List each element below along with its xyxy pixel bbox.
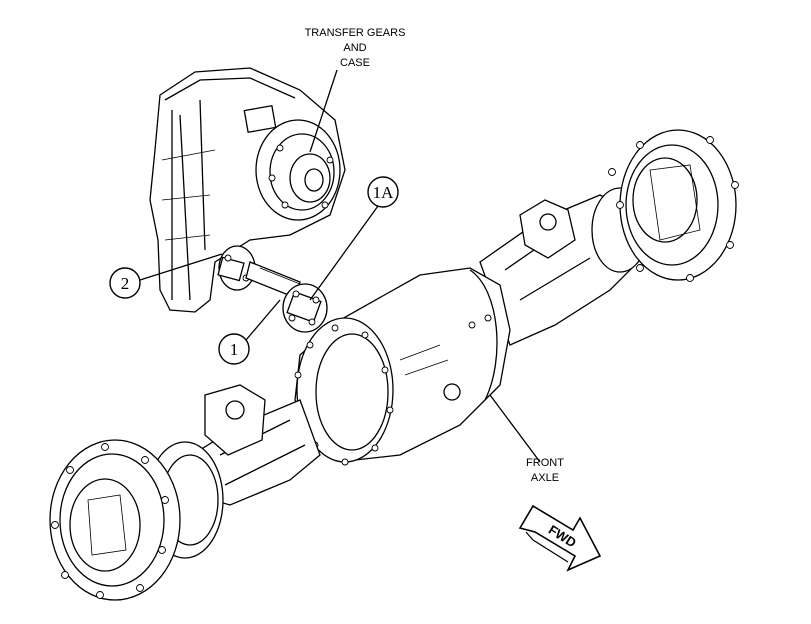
front-axle-label-line-1: FRONT xyxy=(526,457,564,469)
transfer-label-line-1: TRANSFER GEARS xyxy=(305,27,406,39)
front-axle-label: FRONT AXLE xyxy=(526,457,564,484)
transfer-label-line-3: CASE xyxy=(340,57,370,69)
front-axle-label-line-2: AXLE xyxy=(531,472,559,484)
callout-2-text: 2 xyxy=(121,274,130,293)
callout-2: 2 xyxy=(109,267,141,299)
callout-1-text: 1 xyxy=(230,340,239,359)
callout-1a: 1A xyxy=(367,176,399,208)
leader-lines xyxy=(139,69,541,463)
front-axle xyxy=(49,129,739,601)
drive-shaft xyxy=(217,245,328,333)
transfer-label-line-2: AND xyxy=(343,42,366,54)
transfer-case-label: TRANSFER GEARS AND CASE xyxy=(305,27,406,69)
fwd-arrow: FWD xyxy=(518,504,602,572)
transfer-case xyxy=(149,67,346,313)
callout-1: 1 xyxy=(218,333,250,365)
callout-1a-text: 1A xyxy=(373,183,395,202)
